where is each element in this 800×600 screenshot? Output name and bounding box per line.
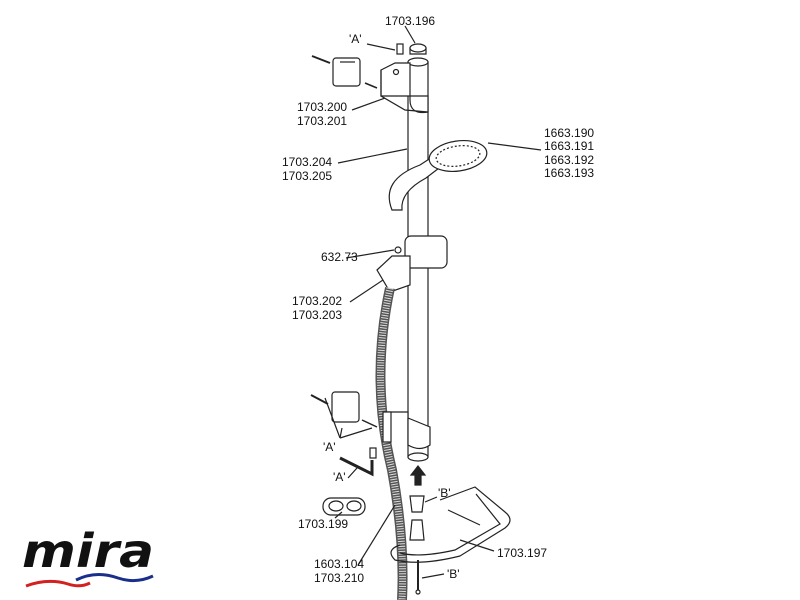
label-hex-key-a: 'A': [333, 470, 346, 484]
svg-text:mira: mira: [22, 524, 154, 578]
label-insert-b: 'B': [438, 486, 451, 500]
spacer: [322, 497, 366, 519]
label-hose-1: 1603.104: [314, 557, 365, 571]
label-top-bracket-1: 1703.200: [297, 100, 348, 114]
label-slider-2: 1703.203: [292, 308, 343, 322]
label-end-cap: 1703.196: [385, 14, 436, 28]
label-screw-a-top: 'A': [349, 32, 362, 46]
handset: [388, 140, 542, 211]
label-handset-3: 1663.192: [544, 153, 595, 167]
end-cap: [404, 25, 427, 55]
lower-bracket: [382, 411, 431, 450]
label-screw-b: 'B': [447, 567, 460, 581]
hose-leader: [357, 504, 396, 566]
top-bracket: [351, 62, 429, 114]
red-wave: [25, 579, 91, 588]
arrow-up-icon: [409, 465, 427, 486]
label-soap-dish: 1703.197: [497, 546, 548, 560]
soap-dish: [390, 486, 511, 563]
label-top-bracket-2: 1703.201: [297, 114, 348, 128]
label-riser-rail-2: 1703.205: [282, 169, 333, 183]
rail-leader: [337, 148, 408, 164]
label-handset-2: 1663.191: [544, 139, 595, 153]
label-slider-1: 1703.202: [292, 294, 343, 308]
screw-b-bottom: [415, 560, 445, 595]
label-handset-4: 1663.193: [544, 166, 595, 180]
label-riser-rail-1: 1703.204: [282, 155, 333, 169]
label-spacer: 1703.199: [298, 517, 349, 531]
label-hose-2: 1703.210: [314, 571, 365, 585]
hex-key: [339, 447, 377, 479]
screw-a-top: [366, 43, 404, 55]
mira-logo: mira: [22, 524, 154, 588]
label-handset-1: 1663.190: [544, 126, 595, 140]
blue-wave: [75, 573, 154, 583]
label-fixings-a: 'A': [323, 440, 336, 454]
insert-b: [409, 495, 438, 541]
wall-block-top: [311, 55, 378, 89]
wall-block-lower: [310, 391, 378, 439]
label-slider-screw: 632.73: [321, 250, 358, 264]
slider: [345, 235, 448, 303]
